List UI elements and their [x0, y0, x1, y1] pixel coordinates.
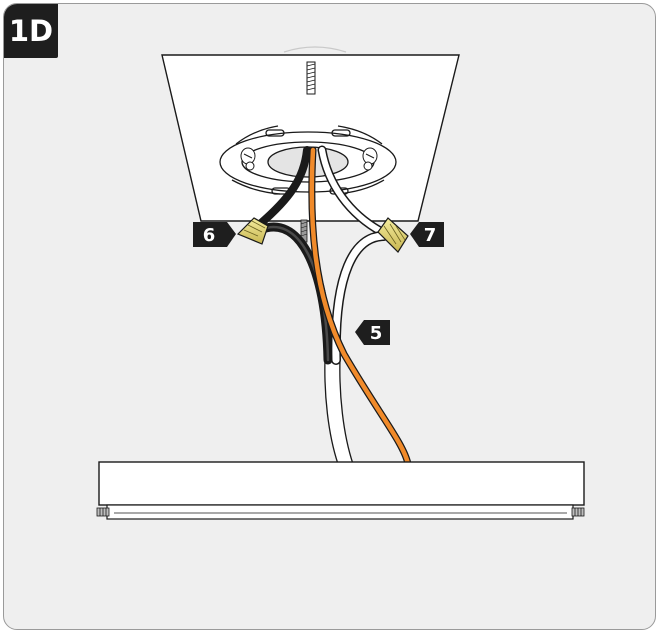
threaded-stud	[306, 61, 316, 95]
wire-nut-black-icon	[236, 217, 269, 245]
black-wire	[255, 146, 333, 365]
step-label: 1D	[4, 4, 58, 58]
callout-6: 6	[193, 222, 236, 247]
instruction-panel: 1D	[3, 3, 656, 630]
wire-nut-white-icon	[377, 217, 409, 253]
fixture-cable-jacket	[324, 358, 354, 465]
fixture-wiring-diagram: 6 7 5	[96, 46, 585, 520]
callout-5-label: 5	[370, 323, 383, 344]
fixture-housing	[98, 461, 585, 520]
callout-7: 7	[410, 222, 444, 247]
ground-wire	[308, 146, 412, 468]
ring-screw-left-icon	[240, 147, 256, 171]
ring-screw-right-icon	[362, 147, 378, 171]
callout-6-label: 6	[203, 225, 216, 246]
callout-7-label: 7	[424, 225, 437, 246]
callout-5: 5	[355, 320, 390, 345]
fixture-screw-left-icon	[96, 507, 110, 517]
fixture-screw-right-icon	[571, 507, 585, 517]
